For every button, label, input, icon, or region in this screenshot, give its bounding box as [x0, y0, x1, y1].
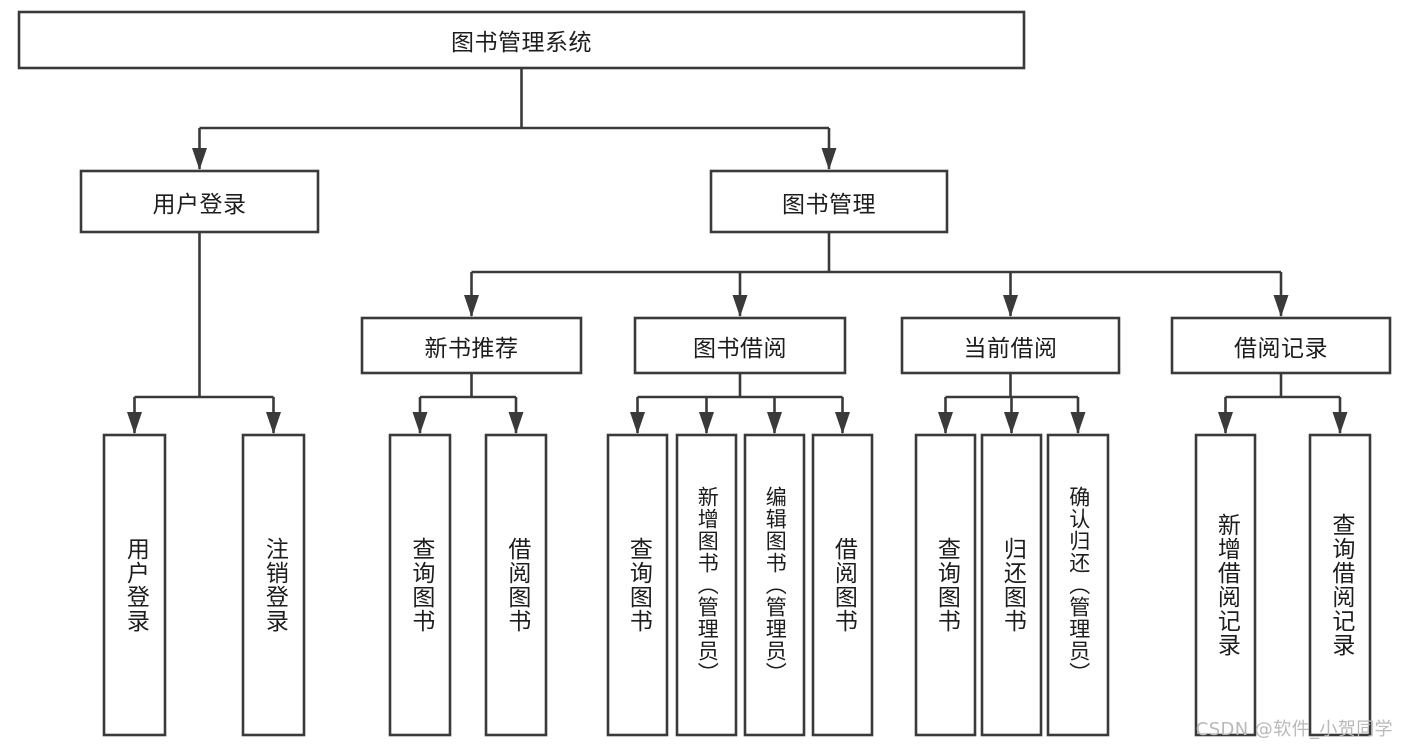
arrow-head-icon — [821, 148, 837, 170]
node-boxes — [17, 10, 1392, 737]
arrow-head-icon — [266, 412, 281, 434]
arrow-head-icon — [1070, 412, 1086, 434]
arrow-head-icon — [127, 412, 142, 434]
arrow-head-icon — [938, 412, 953, 434]
node-box-root-0[interactable] — [17, 10, 1026, 70]
arrow-head-icon — [630, 412, 645, 434]
node-box-leaf-6[interactable] — [743, 433, 806, 737]
node-box-level3-2[interactable] — [900, 316, 1121, 375]
node-box-leaf-10[interactable] — [1046, 433, 1110, 737]
connector-edges — [133, 68, 1342, 433]
node-box-level3-0[interactable] — [360, 316, 583, 375]
arrow-head-icon — [464, 295, 479, 317]
node-box-leaf-8[interactable] — [914, 433, 977, 737]
arrow-head-icon — [412, 412, 428, 434]
node-box-level2-0[interactable] — [79, 169, 320, 234]
node-box-leaf-5[interactable] — [675, 433, 738, 737]
node-box-leaf-9[interactable] — [980, 433, 1043, 737]
arrow-head-icon — [1218, 412, 1233, 434]
arrow-head-icon — [1004, 412, 1019, 434]
node-box-leaf-12[interactable] — [1308, 433, 1372, 737]
node-box-leaf-0[interactable] — [102, 433, 167, 737]
arrow-head-icon — [835, 412, 850, 434]
node-box-leaf-3[interactable] — [484, 433, 548, 737]
arrow-head-icon — [1273, 295, 1289, 317]
node-box-leaf-11[interactable] — [1194, 433, 1257, 737]
node-box-level2-1[interactable] — [709, 169, 949, 234]
arrow-head-icon — [1003, 295, 1018, 317]
node-box-leaf-1[interactable] — [241, 433, 306, 737]
node-box-level3-3[interactable] — [1170, 316, 1392, 375]
arrow-head-icon — [767, 412, 782, 434]
arrow-head-icon — [1332, 412, 1348, 434]
arrow-head-icon — [732, 295, 748, 317]
arrow-head-icon — [192, 148, 207, 170]
arrow-head-icon — [508, 412, 524, 434]
arrow-head-icon — [699, 412, 714, 434]
node-box-leaf-4[interactable] — [606, 433, 669, 737]
node-box-leaf-7[interactable] — [811, 433, 874, 737]
arrow-heads — [127, 148, 1348, 434]
node-box-level3-1[interactable] — [633, 316, 847, 375]
node-box-leaf-2[interactable] — [388, 433, 452, 737]
